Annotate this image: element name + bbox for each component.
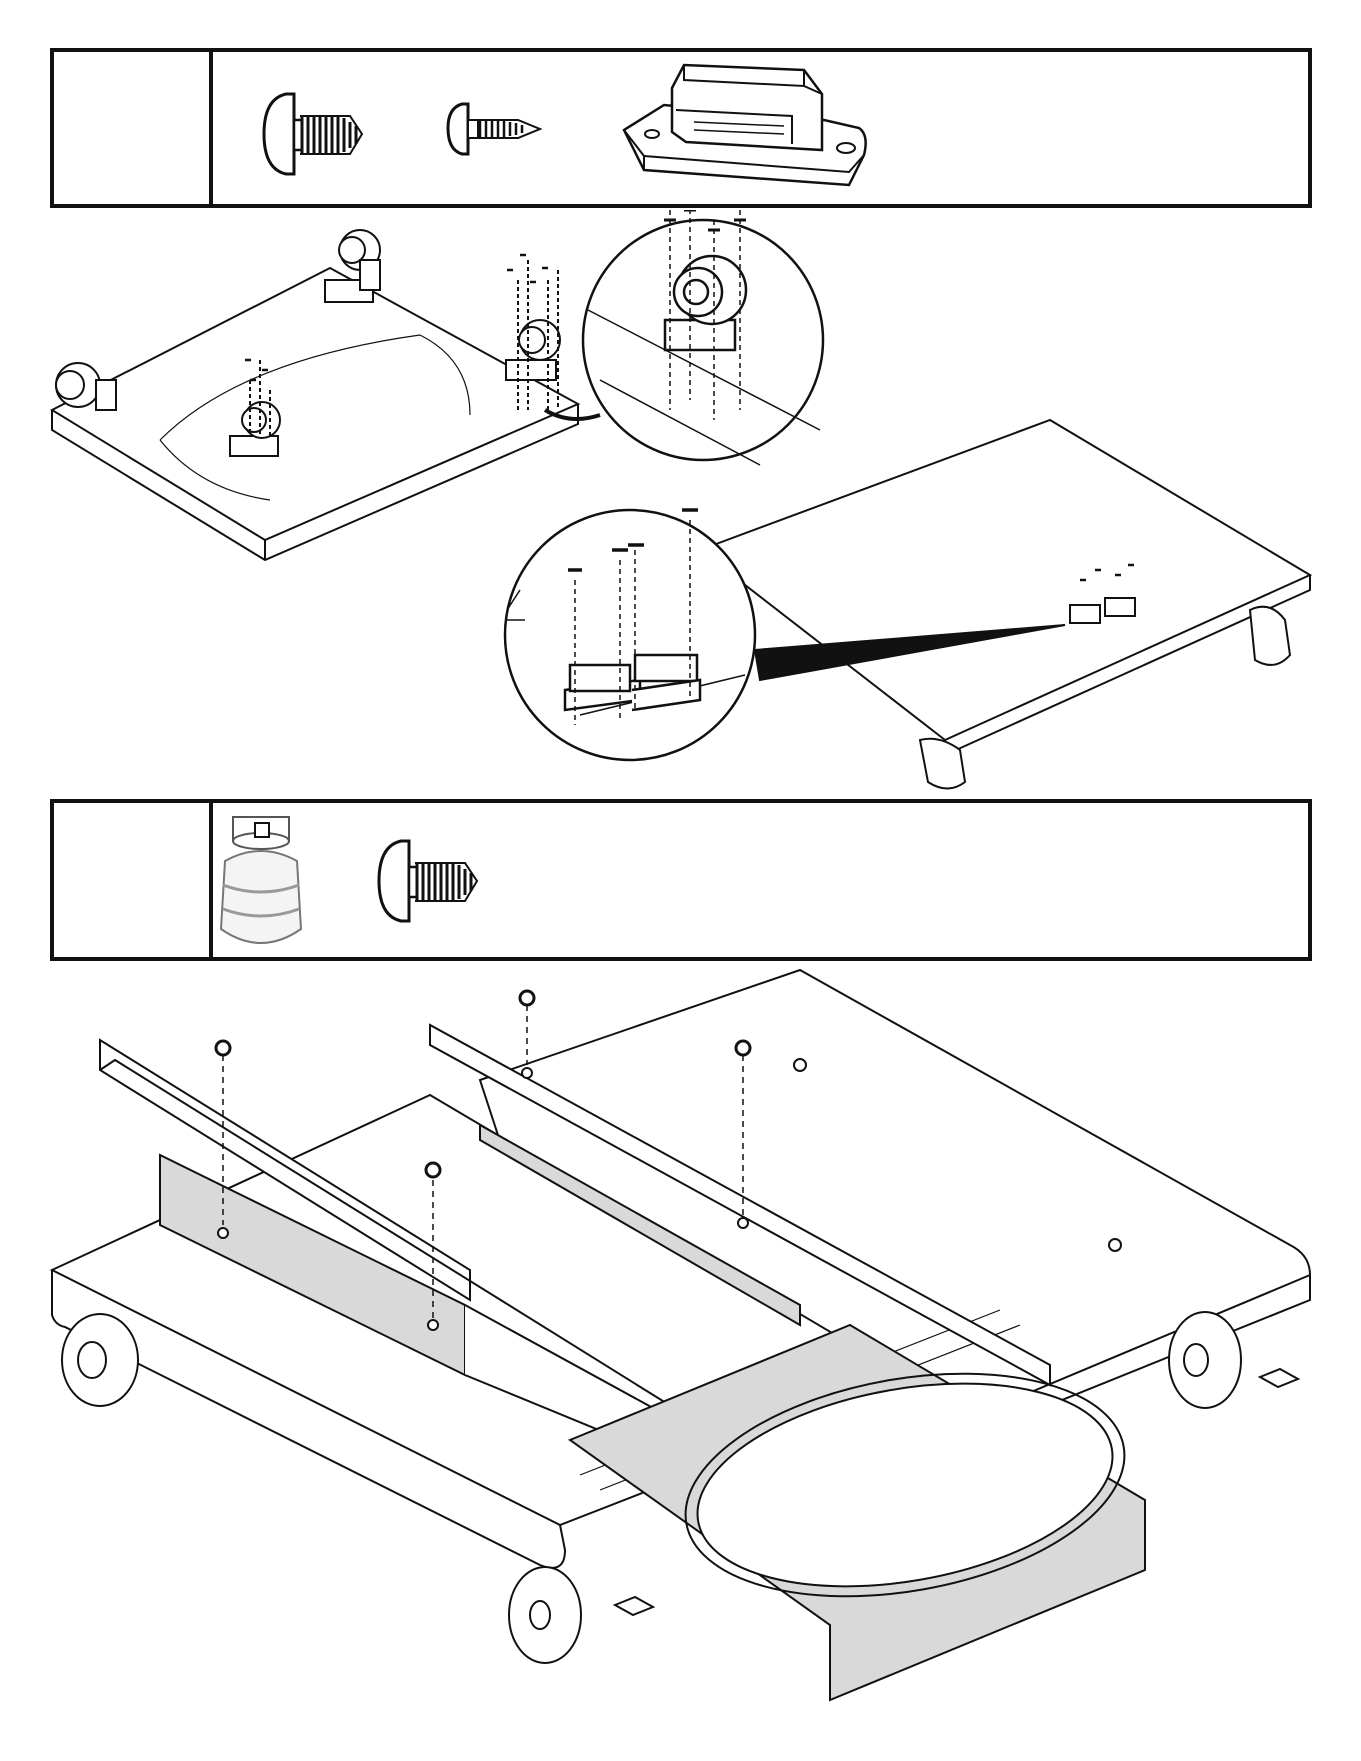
small-screw-icon (448, 104, 540, 154)
hardware-parts-row (54, 803, 1308, 957)
magnetic-catch-icon (624, 65, 866, 185)
hardware-parts-row (54, 52, 1308, 204)
cart-top-with-catches (0, 410, 1361, 800)
drawer-slide-tray-icon (52, 970, 1310, 1700)
drawer-slide-assembly (0, 965, 1361, 1755)
hardware-box-step-a (50, 48, 1312, 208)
propane-tank-icon (221, 817, 301, 943)
hardware-box-step-b (50, 799, 1312, 961)
cart-top-panel-icon (700, 420, 1310, 789)
magnetic-catch-magnified-icon (505, 510, 755, 760)
large-screw-icon (379, 841, 477, 921)
large-screw-icon (264, 94, 362, 174)
